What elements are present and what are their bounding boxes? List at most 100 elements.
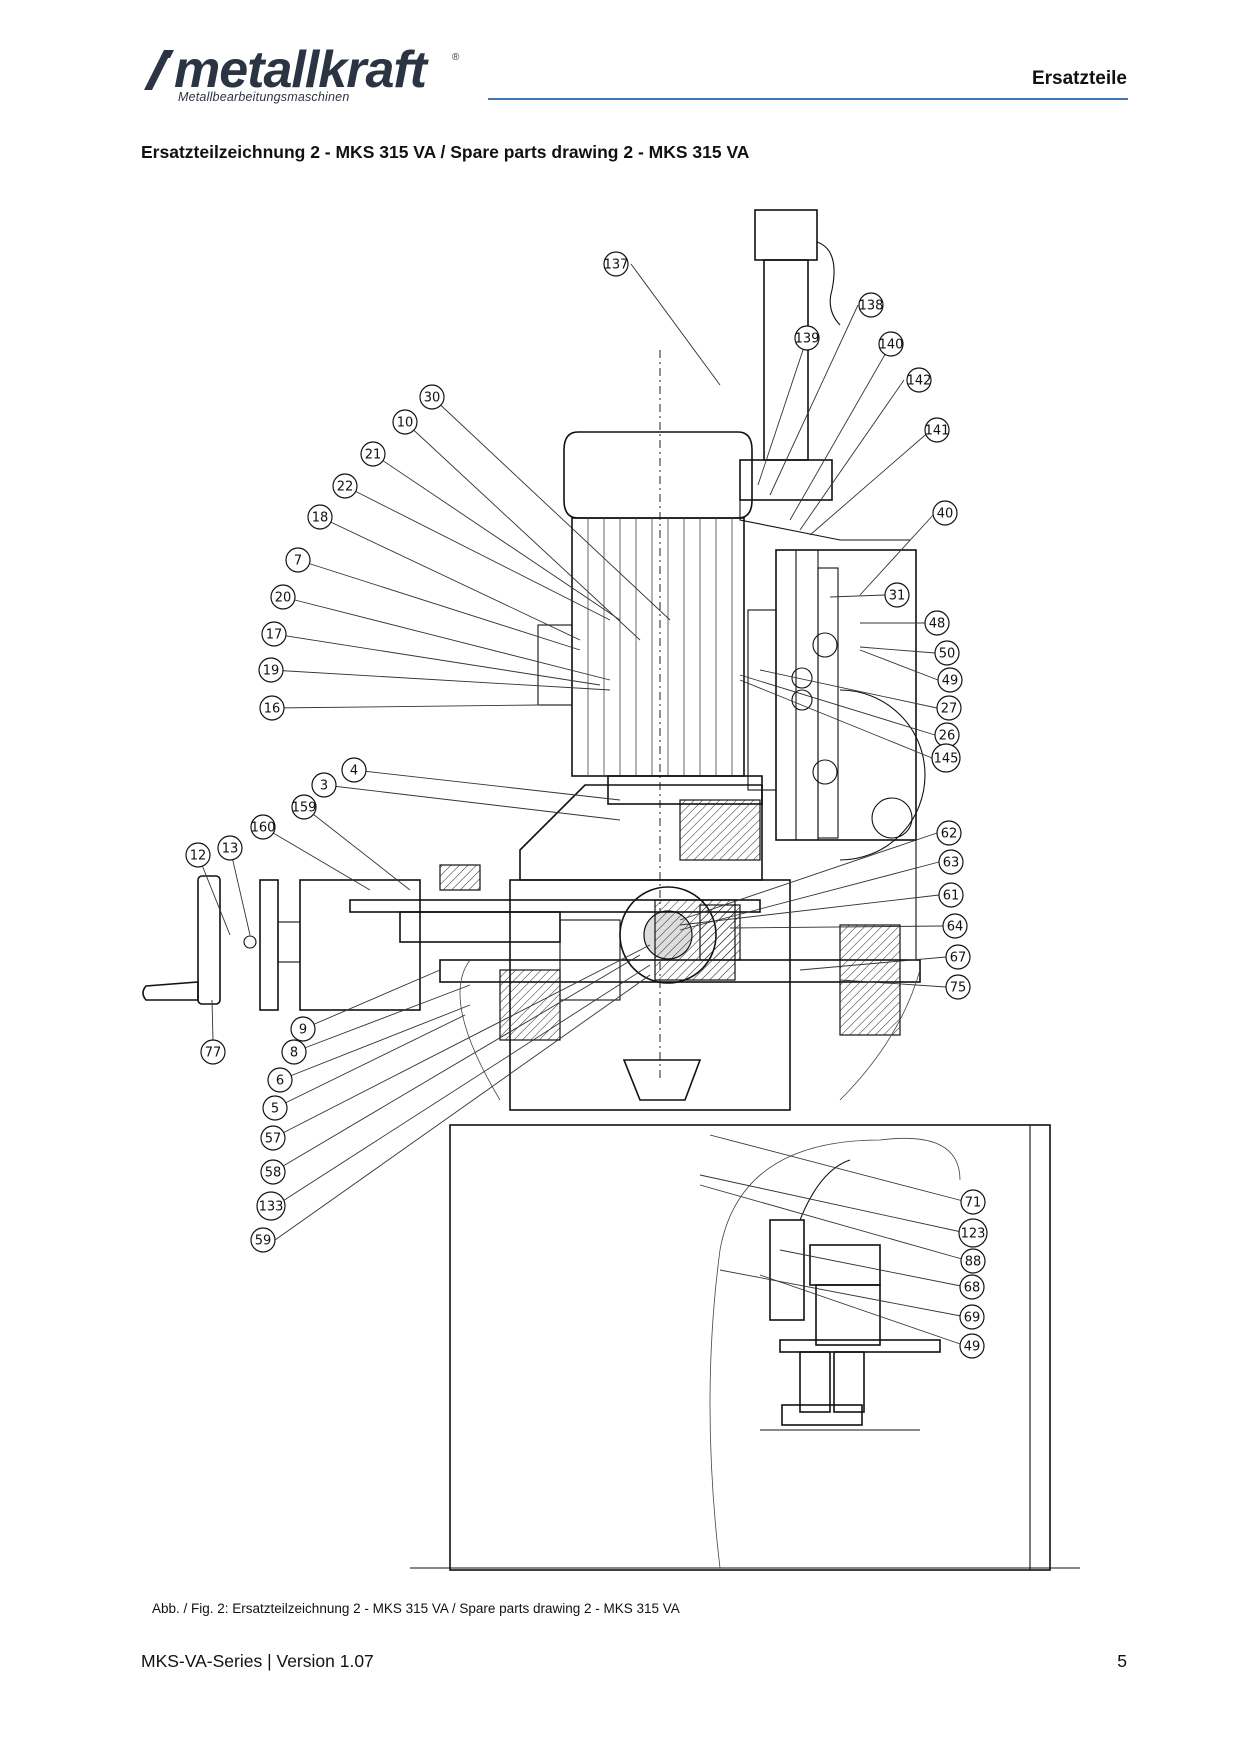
callout-text: 137 bbox=[604, 258, 629, 273]
footer-page-number: 5 bbox=[1117, 1651, 1127, 1671]
callout-text: 58 bbox=[265, 1166, 282, 1181]
callout-label: 19 bbox=[258, 657, 284, 683]
callout-label: 21 bbox=[360, 441, 386, 467]
callout-label: 50 bbox=[934, 640, 960, 666]
callout-label: 12 bbox=[185, 842, 211, 868]
callout-text: 77 bbox=[205, 1046, 222, 1061]
callout-text: 88 bbox=[965, 1255, 982, 1270]
callout-text: 138 bbox=[859, 299, 884, 314]
callout-label: 75 bbox=[945, 974, 971, 1000]
callout-text: 40 bbox=[937, 507, 954, 522]
callout-label: 139 bbox=[794, 325, 820, 351]
callout-text: 71 bbox=[965, 1196, 982, 1211]
callout-label: 141 bbox=[924, 417, 950, 443]
callout-text: 22 bbox=[337, 480, 354, 495]
callout-label: 9 bbox=[290, 1016, 316, 1042]
logo-wordmark: metallkraft bbox=[174, 41, 427, 99]
callout-label: 57 bbox=[260, 1125, 286, 1151]
footer-document-version: MKS-VA-Series | Version 1.07 bbox=[141, 1651, 374, 1671]
page-heading: Ersatzteilzeichnung 2 - MKS 315 VA / Spa… bbox=[141, 142, 750, 162]
callout-text: 67 bbox=[950, 951, 967, 966]
callout-label: 22 bbox=[332, 473, 358, 499]
callout-label: 137 bbox=[603, 251, 629, 277]
callout-text: 9 bbox=[299, 1023, 307, 1038]
callout-text: 140 bbox=[879, 338, 904, 353]
callout-label: 123 bbox=[958, 1218, 988, 1248]
callout-text: 123 bbox=[961, 1227, 986, 1242]
callout-text: 68 bbox=[964, 1281, 981, 1296]
callout-text: 4 bbox=[350, 764, 358, 779]
callout-label: 10 bbox=[392, 409, 418, 435]
header-divider bbox=[488, 98, 1128, 100]
callout-label: 48 bbox=[924, 610, 950, 636]
callout-text: 31 bbox=[889, 589, 906, 604]
callout-label: 142 bbox=[906, 367, 932, 393]
callout-text: 12 bbox=[190, 849, 207, 864]
callout-text: 75 bbox=[950, 981, 967, 996]
callout-leader-lines bbox=[197, 263, 970, 1347]
callout-text: 145 bbox=[934, 752, 959, 767]
callout-text: 63 bbox=[943, 856, 960, 871]
callout-label: 26 bbox=[934, 722, 960, 748]
figure-caption: Abb. / Fig. 2: Ersatzteilzeichnung 2 - M… bbox=[152, 1601, 680, 1616]
machine-outline bbox=[142, 209, 1080, 1571]
callout-label: 27 bbox=[936, 695, 962, 721]
callout-label: 5 bbox=[262, 1095, 288, 1121]
callout-text: 7 bbox=[294, 554, 302, 569]
logo-tagline: Metallbearbeitungsmaschinen bbox=[178, 90, 350, 104]
callout-label: 4 bbox=[341, 757, 367, 783]
callout-label: 71 bbox=[960, 1189, 986, 1215]
callout-text: 133 bbox=[259, 1200, 284, 1215]
callout-label: 140 bbox=[878, 331, 904, 357]
callout-text: 18 bbox=[312, 511, 329, 526]
callout-text: 62 bbox=[941, 827, 958, 842]
callout-text: 57 bbox=[265, 1132, 282, 1147]
callout-text: 59 bbox=[255, 1234, 272, 1249]
callout-text: 17 bbox=[266, 628, 283, 643]
brand-logo: metallkraft ® Metallbearbeitungsmaschine… bbox=[138, 41, 468, 106]
callout-label: 138 bbox=[858, 292, 884, 318]
callout-text: 30 bbox=[424, 391, 441, 406]
callout-label: 8 bbox=[281, 1039, 307, 1065]
callout-label: 30 bbox=[419, 384, 445, 410]
logo-registered-mark: ® bbox=[452, 52, 460, 63]
callout-text: 64 bbox=[947, 920, 964, 935]
callout-text: 69 bbox=[964, 1311, 981, 1326]
callout-text: 3 bbox=[320, 779, 328, 794]
callout-label: 59 bbox=[250, 1227, 276, 1253]
callout-label: 31 bbox=[884, 582, 910, 608]
callout-text: 160 bbox=[251, 821, 276, 836]
callout-label: 16 bbox=[259, 695, 285, 721]
callout-text: 21 bbox=[365, 448, 382, 463]
callout-label: 67 bbox=[945, 944, 971, 970]
callout-label: 7 bbox=[285, 547, 311, 573]
callout-label: 40 bbox=[932, 500, 958, 526]
section-title: Ersatzteile bbox=[1031, 68, 1127, 89]
callout-label: 49 bbox=[937, 667, 963, 693]
callout-label: 20 bbox=[270, 584, 296, 610]
callout-label: 133 bbox=[256, 1191, 286, 1221]
callout-text: 27 bbox=[941, 702, 958, 717]
callout-label: 145 bbox=[931, 743, 961, 773]
callout-label: 49 bbox=[959, 1333, 985, 1359]
callout-label: 64 bbox=[942, 913, 968, 939]
callout-label: 77 bbox=[200, 1039, 226, 1065]
callout-text: 8 bbox=[290, 1046, 298, 1061]
callout-label: 61 bbox=[938, 882, 964, 908]
callout-text: 6 bbox=[276, 1074, 284, 1089]
callout-text: 5 bbox=[271, 1102, 279, 1117]
callout-label: 69 bbox=[959, 1304, 985, 1330]
callout-text: 49 bbox=[964, 1340, 981, 1355]
callout-text: 142 bbox=[907, 374, 932, 389]
callout-label: 18 bbox=[307, 504, 333, 530]
logo-mark-icon bbox=[144, 50, 174, 90]
callout-text: 19 bbox=[263, 664, 280, 679]
callout-label: 88 bbox=[960, 1248, 986, 1274]
callout-label: 3 bbox=[311, 772, 337, 798]
callout-text: 49 bbox=[942, 674, 959, 689]
callout-text: 20 bbox=[275, 591, 292, 606]
callout-text: 139 bbox=[795, 332, 820, 347]
spare-parts-drawing: 137 138 139 140 142 141 30 10 21 22 18 7… bbox=[142, 209, 1080, 1571]
callout-text: 141 bbox=[925, 424, 950, 439]
callout-text: 13 bbox=[222, 842, 239, 857]
